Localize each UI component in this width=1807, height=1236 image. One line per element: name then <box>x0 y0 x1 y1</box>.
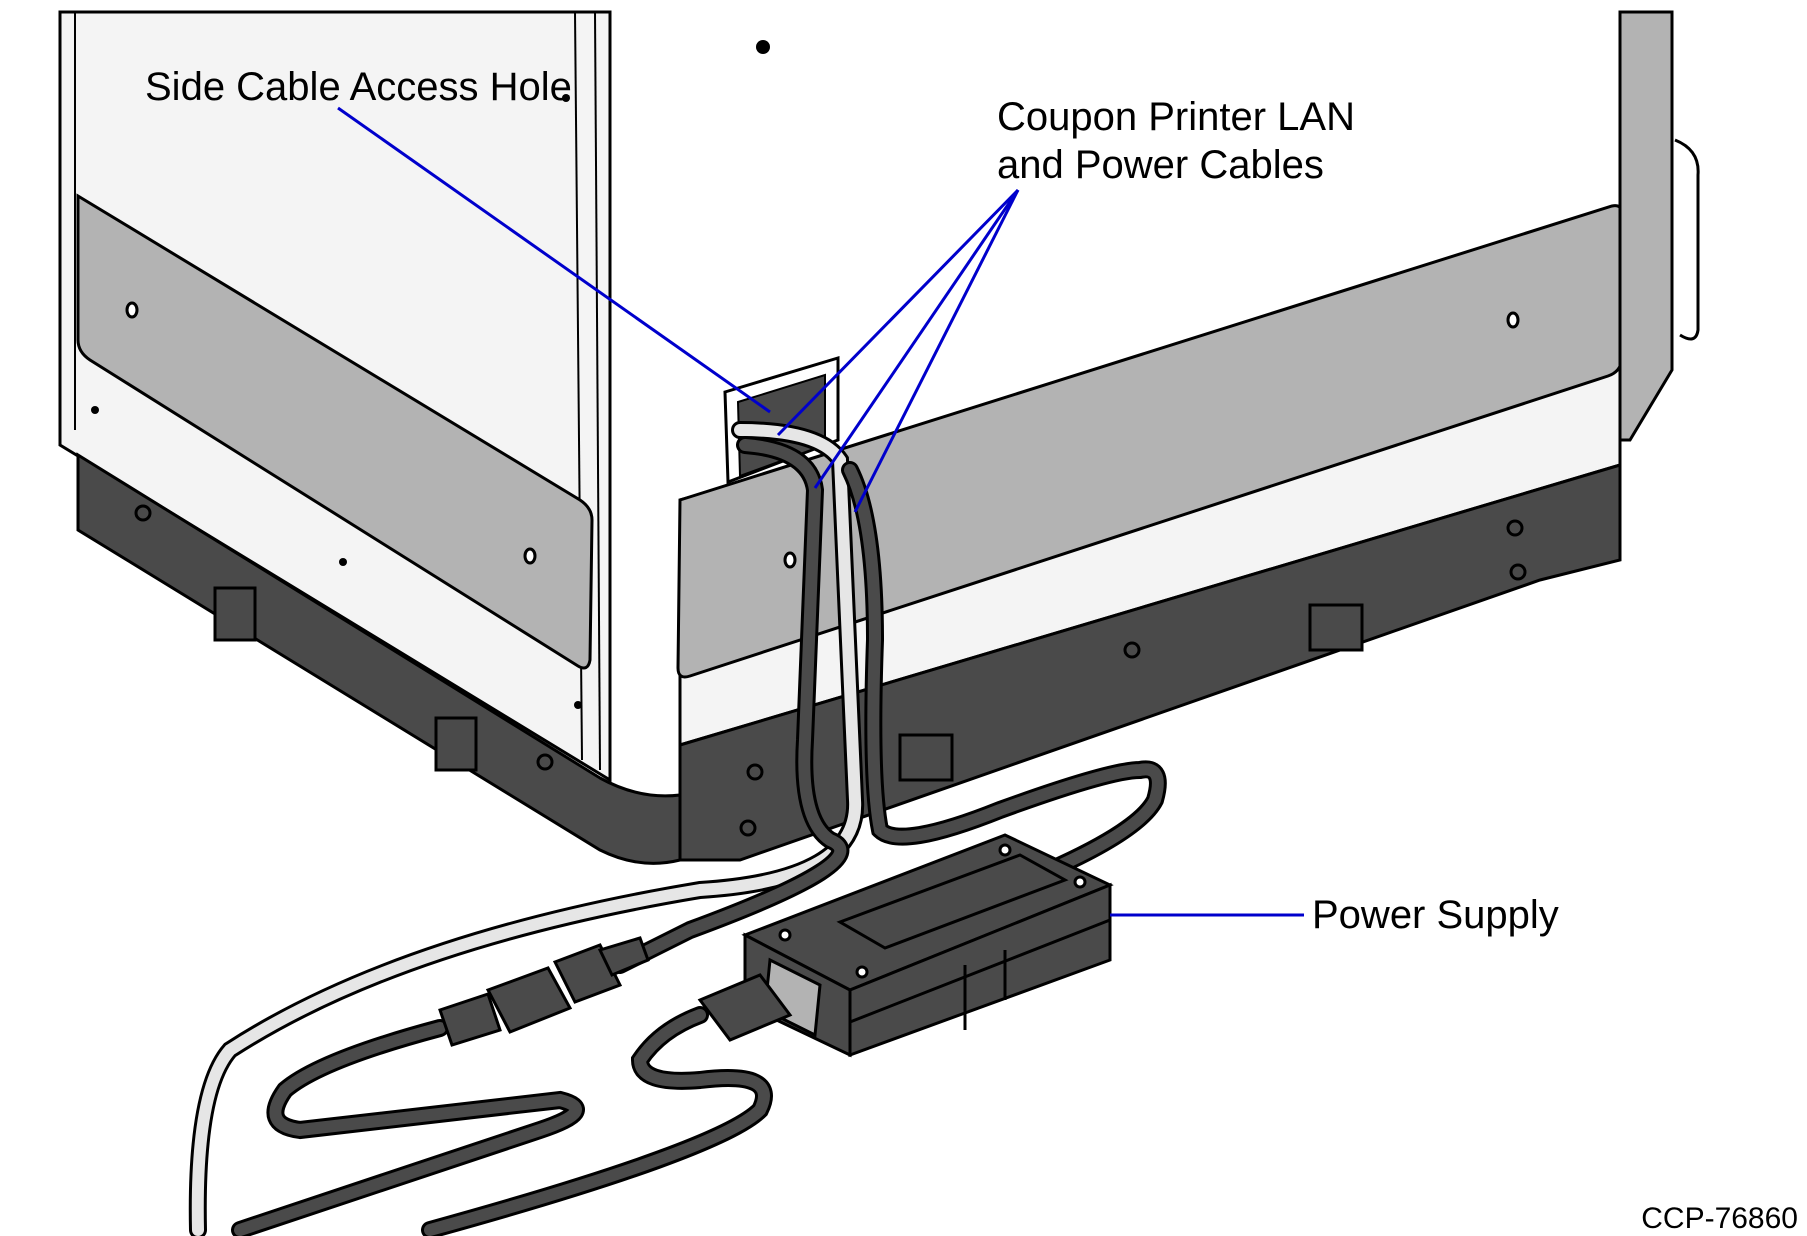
right-handle <box>1674 138 1700 341</box>
cables-label-line2: and Power Cables <box>997 143 1324 187</box>
left-side-panel <box>76 193 594 670</box>
power-supply-label: Power Supply <box>1312 893 1559 937</box>
coupon-printer-cables <box>188 421 1167 1236</box>
left-panel-screws <box>125 301 537 565</box>
figure-id: CCP-76860 <box>1641 1202 1798 1235</box>
leader-cable-1 <box>776 188 1020 437</box>
leader-side-hole <box>337 106 771 414</box>
leader-cable-3 <box>853 189 1020 513</box>
right-base-tabs <box>739 519 1527 837</box>
right-panel-screws <box>783 311 1520 569</box>
leader-lines <box>337 106 1304 917</box>
right-frame <box>1618 10 1674 442</box>
left-base-tabs <box>134 504 554 772</box>
power-supply <box>741 833 1114 1058</box>
inline-power-plugs <box>438 936 650 1047</box>
leader-cable-2 <box>813 189 1020 489</box>
top-dot <box>756 40 770 54</box>
left-side-dots <box>91 94 582 709</box>
cables-label-line1: Coupon Printer LAN <box>997 95 1355 139</box>
side-hole-label: Side Cable Access Hole <box>145 65 572 109</box>
supply-plug <box>697 973 793 1042</box>
